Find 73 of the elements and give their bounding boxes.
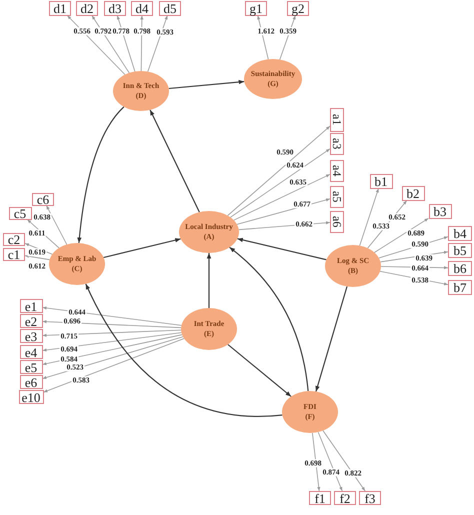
loading-arrow bbox=[322, 430, 366, 492]
loading-arrow bbox=[230, 148, 330, 218]
loading-arrow bbox=[233, 174, 330, 221]
loading-arrow bbox=[359, 188, 379, 246]
path-arrow bbox=[77, 106, 124, 244]
indicator-box: b3 bbox=[428, 204, 452, 218]
latent-variable-ellipse bbox=[282, 391, 338, 433]
indicator-box: g1 bbox=[245, 0, 267, 16]
latent-variable-ellipse bbox=[113, 71, 169, 111]
indicator-box: a6 bbox=[330, 211, 344, 233]
latent-variable-ellipse bbox=[325, 245, 381, 287]
loading-arrow bbox=[227, 126, 330, 216]
loading-arrow bbox=[236, 198, 330, 225]
indicator-box: e2 bbox=[20, 314, 42, 328]
latent-variable-ellipse bbox=[49, 243, 105, 285]
indicator-box: c2 bbox=[3, 232, 25, 246]
loading-arrow bbox=[66, 15, 126, 75]
path-arrow bbox=[237, 238, 326, 260]
indicator-box: e6 bbox=[20, 375, 42, 389]
loading-arrow bbox=[42, 330, 182, 337]
path-arrow bbox=[229, 246, 309, 392]
indicator-box: b7 bbox=[448, 280, 472, 294]
indicator-box: a4 bbox=[330, 160, 344, 182]
loading-arrow bbox=[374, 218, 429, 253]
indicator-box: e1 bbox=[20, 299, 42, 313]
loading-arrow bbox=[92, 15, 130, 74]
indicator-box: d5 bbox=[159, 0, 181, 16]
indicator-box: a3 bbox=[330, 133, 344, 155]
path-arrow bbox=[315, 286, 348, 392]
loading-arrow bbox=[380, 250, 448, 262]
indicator-box: d2 bbox=[76, 0, 98, 16]
indicator-box: e3 bbox=[20, 329, 42, 343]
indicator-box: c1 bbox=[3, 248, 25, 260]
loading-arrow bbox=[140, 15, 144, 72]
indicator-box: d4 bbox=[131, 0, 153, 16]
loading-arrow bbox=[24, 254, 50, 260]
path-arrow bbox=[150, 110, 200, 212]
path-arrow bbox=[228, 344, 292, 397]
indicator-box: b6 bbox=[448, 260, 472, 276]
indicator-box: f3 bbox=[359, 491, 381, 505]
indicator-box: d3 bbox=[104, 0, 126, 16]
loading-arrow bbox=[318, 432, 343, 492]
path-arrow bbox=[85, 284, 282, 417]
indicator-box: c6 bbox=[32, 192, 54, 206]
latent-variable-ellipse bbox=[179, 211, 239, 253]
indicator-box: a5 bbox=[330, 186, 344, 208]
indicator-box: b5 bbox=[448, 242, 472, 258]
loading-arrow bbox=[42, 336, 184, 379]
indicator-box: e10 bbox=[18, 390, 44, 404]
path-arrow bbox=[103, 238, 181, 258]
loading-arrow bbox=[257, 15, 269, 60]
loading-arrow bbox=[147, 15, 168, 72]
loading-arrow bbox=[42, 334, 182, 366]
loading-arrow bbox=[43, 338, 184, 393]
indicator-box: c5 bbox=[8, 206, 32, 220]
loading-arrow bbox=[42, 332, 182, 352]
path-arrow bbox=[206, 253, 212, 308]
latent-variable-ellipse bbox=[181, 308, 237, 350]
indicator-box: g2 bbox=[287, 0, 309, 16]
indicator-box: e5 bbox=[20, 360, 42, 374]
indicator-box: b2 bbox=[402, 186, 424, 200]
path-arrow bbox=[168, 80, 244, 90]
indicator-box: d1 bbox=[49, 0, 71, 16]
loading-arrow bbox=[42, 320, 182, 328]
indicator-box: f1 bbox=[309, 491, 331, 505]
indicator-box: b1 bbox=[370, 174, 392, 188]
loading-arrow bbox=[116, 15, 136, 72]
indicator-box: a1 bbox=[330, 108, 344, 132]
loading-arrow bbox=[46, 205, 68, 245]
loading-arrow bbox=[312, 432, 320, 492]
indicator-box: e4 bbox=[20, 345, 42, 359]
indicator-box: f2 bbox=[334, 491, 356, 505]
indicator-box: b4 bbox=[448, 226, 472, 240]
